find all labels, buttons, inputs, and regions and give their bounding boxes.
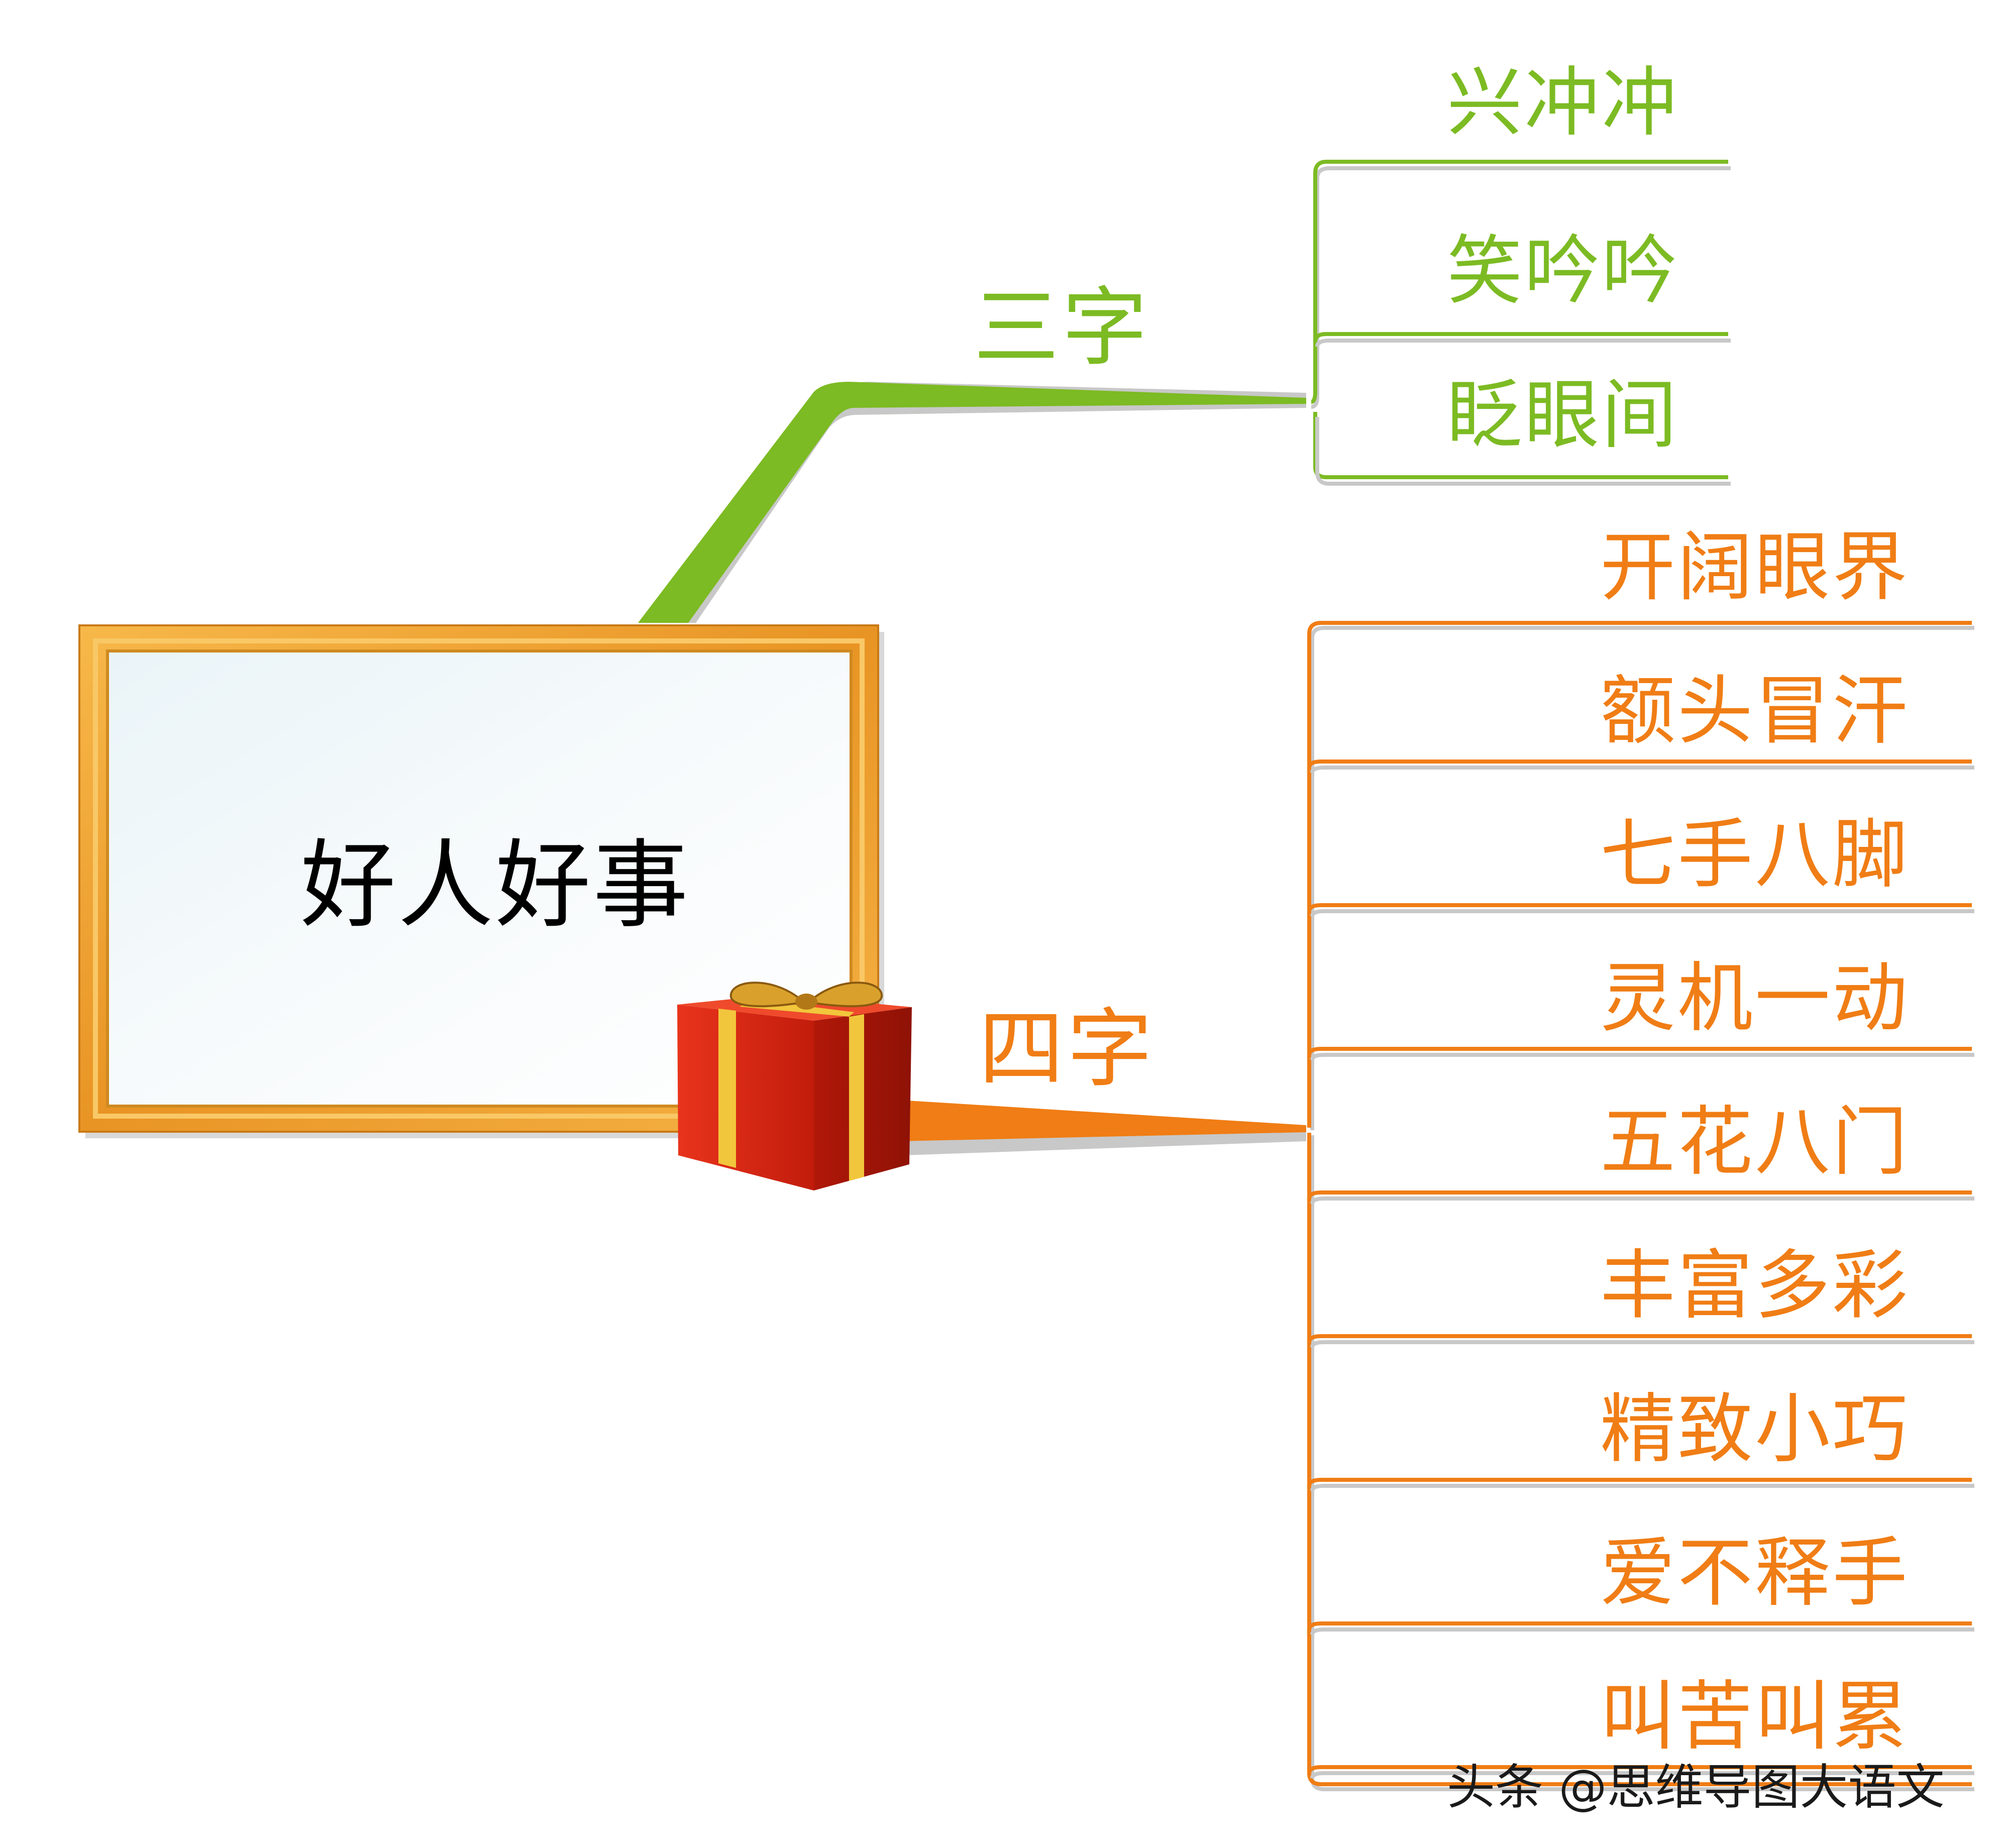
branch-label-four-char: 四字 [979,1000,1156,1099]
four-char-rule [1307,1621,1972,1630]
four-char-item: 灵机一动 [1600,955,1910,1042]
four-char-rule-shadow [1310,766,1974,773]
three-char-item: 眨眼间 [1447,372,1679,459]
four-char-rule [1307,903,1972,912]
branch-label-three-char: 三字 [974,278,1151,378]
four-char-rule-shadow [1310,909,1974,917]
three-char-item: 兴冲冲 [1447,59,1679,147]
branch-green-fork [1311,160,1731,486]
four-char-rule [1307,1334,1972,1343]
four-char-rule-shadow [1310,1627,1974,1635]
four-char-item: 开阔眼界 [1600,524,1910,611]
four-char-rule [1307,1190,1972,1199]
four-char-item: 丰富多彩 [1600,1242,1910,1330]
four-char-item: 五花八门 [1600,1099,1910,1186]
four-char-item: 叫苦叫累 [1600,1673,1910,1761]
branch-orange [899,1100,1306,1141]
four-char-item: 七手八脚 [1600,811,1910,899]
four-char-rule [1307,1047,1972,1055]
four-char-rule-shadow [1310,1771,1974,1779]
four-char-rule-shadow [1310,1340,1974,1348]
four-char-rule-shadow [1310,1197,1974,1204]
branch-green [638,382,1306,623]
gift-box-icon [677,982,912,1190]
branch-orange-item-rules [1307,759,1974,1779]
four-char-rule-shadow [1310,1484,1974,1491]
three-char-item: 笑吟吟 [1447,228,1679,315]
four-char-rule [1307,1765,1972,1774]
branch-orange-fork [1307,621,1974,1791]
central-topic: 好人好事 [300,830,691,941]
four-char-item: 精致小巧 [1600,1386,1910,1473]
four-char-rule [1307,759,1972,768]
four-char-rule-shadow [1310,1053,1974,1060]
four-char-item: 爱不释手 [1600,1530,1910,1617]
four-char-rule [1307,1478,1972,1486]
watermark: 头条 @思维导图大语文 [1447,1759,1945,1815]
four-char-item: 额头冒汗 [1600,668,1910,755]
